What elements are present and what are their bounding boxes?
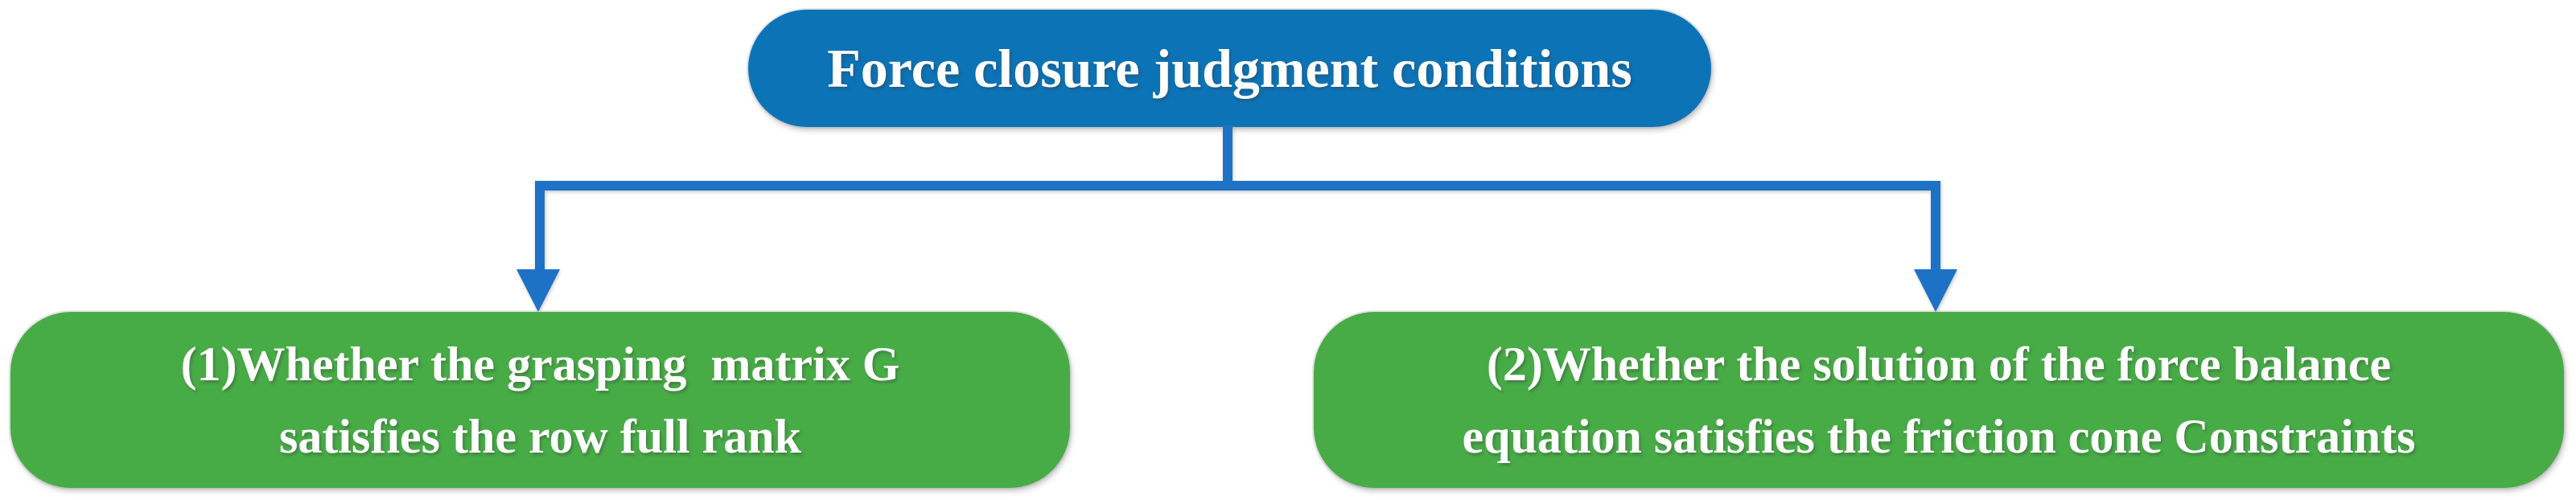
- root-node-label: Force closure judgment conditions: [827, 37, 1632, 99]
- child-node-1-line-1: (1)Whether the grasping matrix G: [180, 337, 900, 391]
- child-node-2-line-2: equation satisfies the friction cone Con…: [1462, 409, 2416, 463]
- arrow-down-icon: [516, 269, 560, 312]
- child-node-grasping-matrix: (1)Whether the grasping matrix G satisfi…: [10, 312, 1070, 488]
- child-node-1-line-2: satisfies the row full rank: [279, 409, 801, 463]
- child-node-force-balance: (2)Whether the solution of the force bal…: [1314, 312, 2564, 488]
- connector-horizontal-bar: [535, 181, 1940, 191]
- connector-right-drop-line: [1931, 181, 1940, 272]
- arrow-down-icon: [1914, 269, 1957, 312]
- connector-stem-line: [1223, 125, 1232, 182]
- root-node-force-closure: Force closure judgment conditions: [748, 10, 1711, 127]
- child-node-2-line-1: (2)Whether the solution of the force bal…: [1486, 337, 2392, 391]
- connector-left-drop-line: [535, 181, 545, 272]
